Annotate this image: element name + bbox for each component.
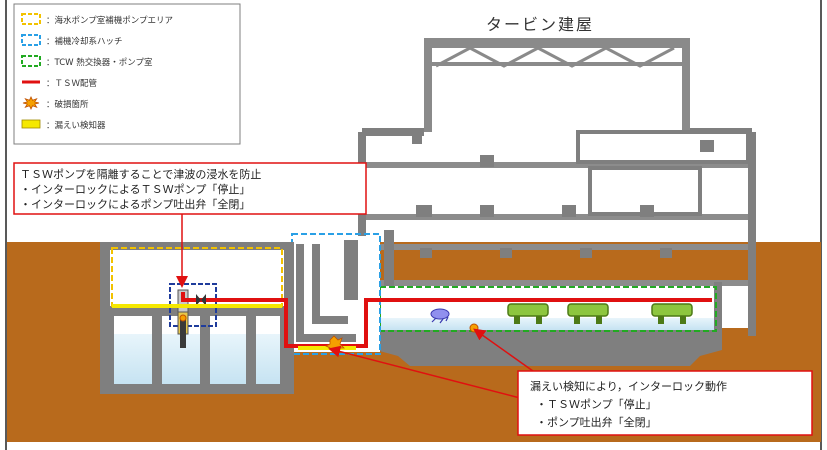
legend-item: ：漏えい検知器 — [21, 119, 106, 131]
legend-item: ：TCW 熱交換器・ポンプ室 — [21, 55, 153, 68]
pump-room-outline — [111, 247, 283, 307]
hatch-shaft — [296, 240, 358, 342]
callout-bottom-arrow-1 — [328, 345, 521, 399]
pump-room-structure — [100, 242, 294, 394]
turbine-building — [358, 38, 756, 336]
building-title: タービン建屋 — [486, 15, 594, 34]
legend-item: ：ＴＳＷ配管 — [22, 78, 97, 89]
leak-point-building — [469, 323, 479, 333]
basement-right-wall — [714, 282, 722, 332]
legend-label: ：TCW 熱交換器・ポンプ室 — [46, 57, 153, 68]
legend-symbol — [21, 34, 41, 46]
legend-label: ：補機冷却系ハッチ — [46, 36, 123, 47]
heat-exchangers — [507, 303, 693, 324]
legend-label: ：海水ポンプ室補機ポンプエリア — [46, 15, 173, 26]
legend-label: ：破損箇所 — [46, 99, 89, 110]
building-foundation — [376, 330, 722, 366]
legend-symbol — [21, 119, 41, 129]
leak-detector-hatch — [298, 346, 356, 350]
callout-bottom: 漏えい検知により，インターロック動作 ・ＴＳＷポンプ「停止」 ・ポンプ吐出弁「全… — [328, 328, 813, 436]
legend-item: ：補機冷却系ハッチ — [21, 34, 123, 47]
callout-top-line2: ・インターロックによるＴＳＷポンプ「停止」 — [20, 182, 250, 196]
damage-point-building — [430, 308, 450, 324]
legend-symbol — [21, 13, 41, 25]
leak-detector-pump-room — [112, 304, 282, 308]
callout-bottom-arrow-2 — [473, 328, 541, 377]
legend-label: ：ＴＳＷ配管 — [46, 78, 97, 89]
legend-item: ：海水ポンプ室補機ポンプエリア — [21, 13, 173, 26]
basement-water — [380, 318, 720, 330]
legend-label: ：漏えい検知器 — [46, 120, 106, 131]
discharge-valve — [196, 294, 206, 306]
callout-top-line3: ・インターロックによるポンプ吐出弁「全閉」 — [20, 197, 250, 211]
tsw-pipe — [181, 292, 712, 348]
callout-top-line1: ＴＳＷポンプを隔離することで津波の浸水を防止 — [20, 167, 261, 181]
callout-top: ＴＳＷポンプを隔離することで津波の浸水を防止 ・インターロックによるＴＳＷポンプ… — [13, 162, 367, 288]
legend: ：海水ポンプ室補機ポンプエリア ：補機冷却系ハッチ ：TCW 熱交換器・ポンプ室 ：Ｔ… — [13, 3, 241, 145]
callout-bottom-line3: ・ポンプ吐出弁「全閉」 — [536, 415, 657, 429]
legend-symbol — [22, 96, 40, 110]
legend-item: ：破損箇所 — [22, 96, 89, 110]
intake-water — [114, 334, 280, 384]
callout-bottom-line2: ・ＴＳＷポンプ「停止」 — [536, 397, 657, 411]
legend-box — [13, 3, 241, 145]
callout-bottom-line1: 漏えい検知により，インターロック動作 — [530, 379, 727, 393]
legend-symbol — [21, 55, 41, 67]
leak-point-pump — [179, 314, 187, 322]
